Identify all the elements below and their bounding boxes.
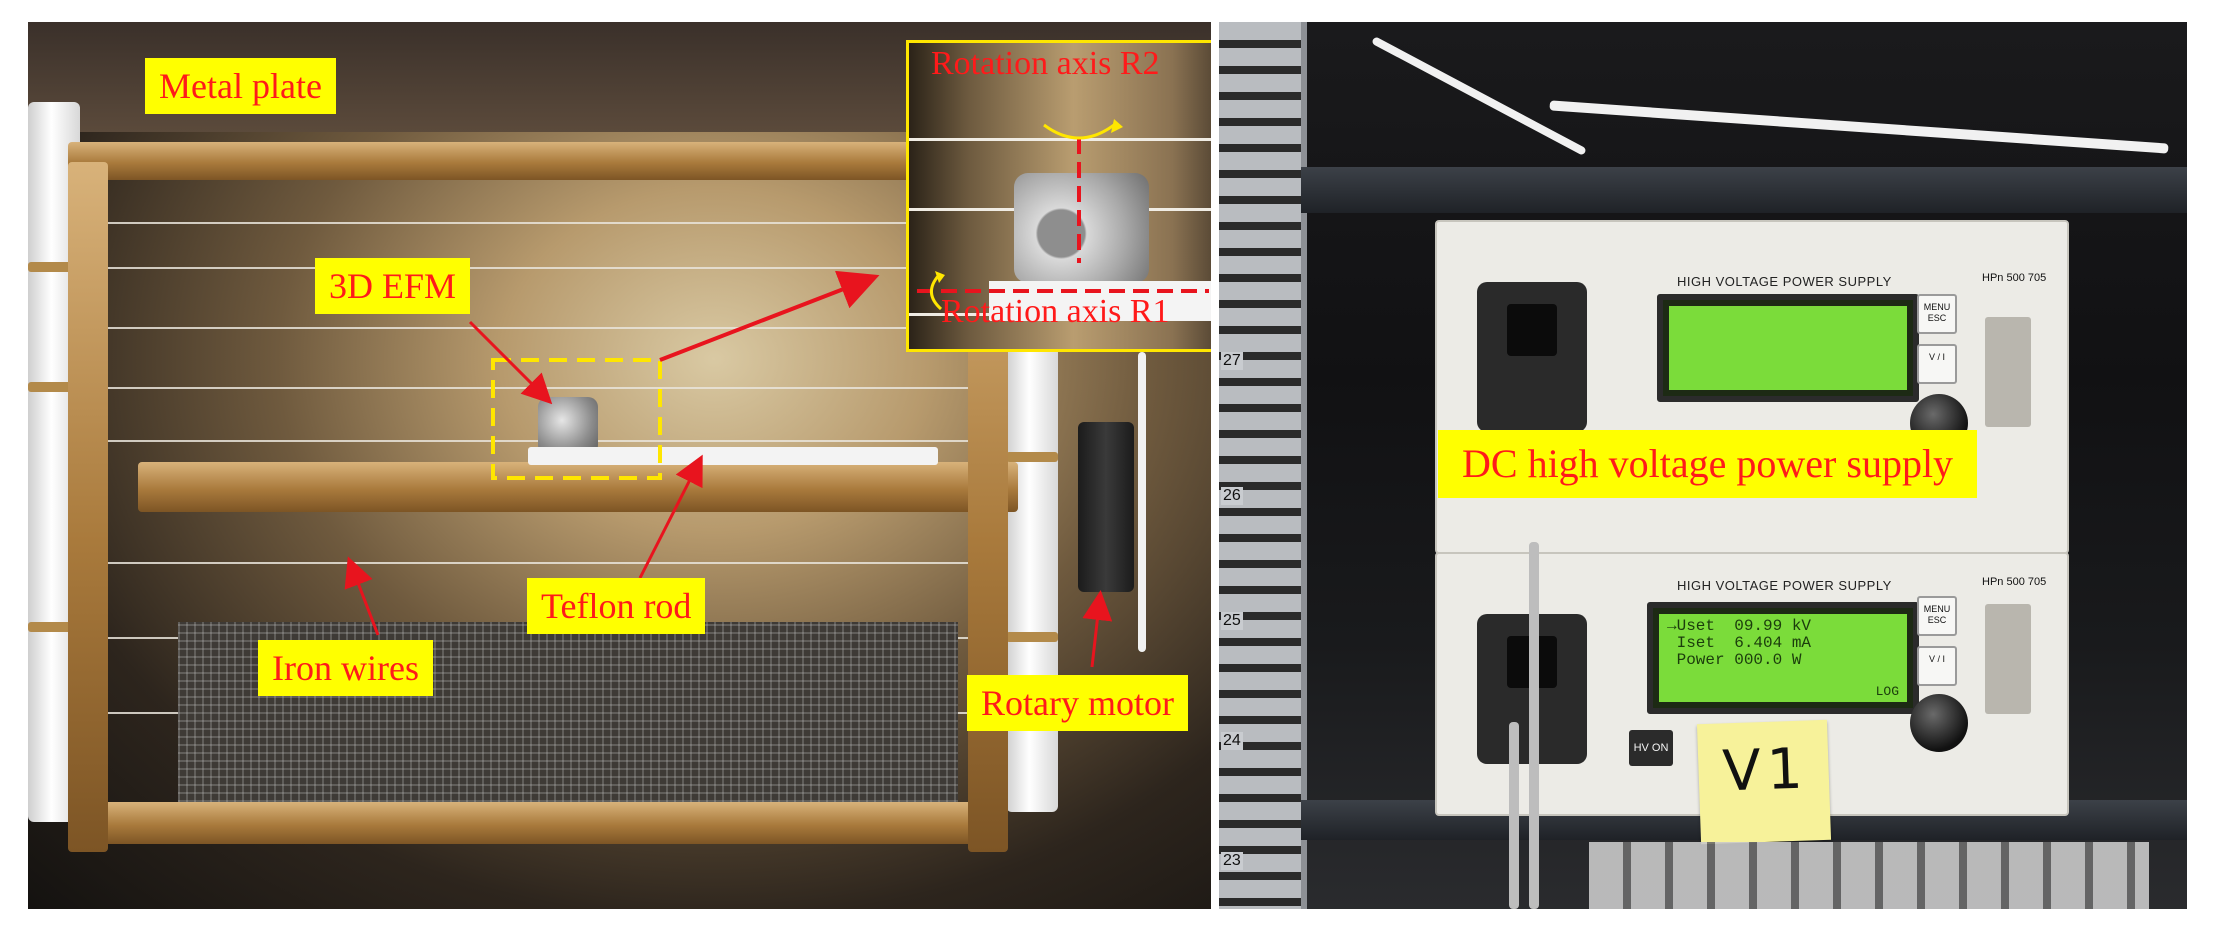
lcd-screen: →Uset 09.99 kV Iset 6.404 mA Power 000.0… (1659, 614, 1907, 702)
vent-grill (1589, 842, 2149, 909)
rotary-motor-label: Rotary motor (967, 675, 1188, 731)
sticky-note: V1 (1696, 719, 1832, 845)
iron-wire (108, 327, 968, 329)
rack-number: 27 (1221, 352, 1243, 370)
teflon-rod-label: Teflon rod (527, 578, 706, 634)
control-knob (1910, 694, 1968, 752)
test-chamber-photo: Rotation axis R2 Rotation axis R1 (28, 22, 1211, 909)
white-cable (1549, 100, 2169, 154)
rack-shelf-top (1301, 167, 2187, 213)
support-pillar-right (1006, 332, 1058, 812)
frame-middle-bar (138, 462, 1018, 512)
mains-switch (1477, 282, 1587, 432)
frame-bottom-bar (98, 802, 998, 844)
rotary-motor-body (1078, 422, 1134, 592)
white-cable (1371, 36, 1587, 156)
sticky-note-text: V1 (1721, 736, 1810, 805)
hv-power-supply-lower: HIGH VOLTAGE POWER SUPPLY HPn 500 705 →U… (1435, 552, 2069, 845)
efm-cube-closeup (1014, 173, 1149, 283)
efm-3d-label: 3D EFM (315, 258, 471, 314)
menu-esc-button: MENU ESC (1917, 294, 1957, 334)
lcd-readout: →Uset 09.99 kV Iset 6.404 mA Power 000.0… (1667, 617, 1812, 669)
pillar-ring (1006, 632, 1058, 642)
axis-r2-arrowhead (1111, 119, 1123, 133)
iron-wire (108, 387, 968, 389)
iron-wire (108, 267, 968, 269)
psu-model: HPn 500 705 (1982, 272, 2047, 284)
rack-number: 24 (1221, 732, 1243, 750)
psu-lcd-display: →Uset 09.99 kV Iset 6.404 mA Power 000.0… (1647, 602, 1919, 714)
inset-wire (909, 138, 1211, 141)
grey-power-cable (1529, 542, 1539, 909)
psu-lcd-display (1657, 294, 1919, 402)
power-supply-photo: 27 26 25 24 23 HIGH VOLTAGE POWER SUPPLY… (1219, 22, 2187, 909)
rocker (1507, 304, 1557, 356)
psu-title: HIGH VOLTAGE POWER SUPPLY (1677, 274, 1892, 289)
sensor-closeup-inset: Rotation axis R2 Rotation axis R1 (906, 40, 1211, 352)
lcd-screen (1669, 306, 1907, 390)
serial-port (1985, 604, 2031, 714)
iron-wire (108, 222, 968, 224)
rack-number: 26 (1221, 487, 1243, 505)
axis-r1-arrowhead (935, 271, 945, 283)
pillar-ring (28, 262, 80, 272)
rotation-axis-r2-label: Rotation axis R2 (931, 45, 1160, 82)
lcd-log-indicator: LOG (1875, 684, 1899, 699)
pillar-ring (1006, 452, 1058, 462)
axis-r1-rotation-arrow (930, 274, 943, 311)
v-i-button: V / I (1917, 344, 1957, 384)
grey-power-cable (1509, 722, 1519, 909)
motor-cable (1138, 352, 1146, 652)
teflon-rod-closeup (989, 281, 1211, 321)
psu-model: HPn 500 705 (1982, 576, 2047, 588)
rack-number: 23 (1221, 852, 1243, 870)
psu-title: HIGH VOLTAGE POWER SUPPLY (1677, 578, 1892, 593)
pillar-ring (28, 382, 80, 392)
hv-on-button: HV ON (1629, 730, 1673, 766)
dc-supply-label: DC high voltage power supply (1438, 430, 1978, 498)
teflon-rod-shape (528, 447, 938, 465)
rack-rail (1219, 22, 1307, 909)
rack-number: 25 (1221, 612, 1243, 630)
axis-r2-rotation-arrow (1043, 123, 1115, 140)
iron-wire (108, 562, 968, 564)
v-i-button: V / I (1917, 646, 1957, 686)
pillar-ring (28, 622, 80, 632)
menu-esc-button: MENU ESC (1917, 596, 1957, 636)
hv-power-supply-upper: HIGH VOLTAGE POWER SUPPLY HPn 500 705 ME… (1435, 220, 2069, 554)
frame-top-bar (68, 142, 1018, 180)
rotation-axis-r1-label: Rotation axis R1 (941, 293, 1170, 330)
metal-plate-label: Metal plate (145, 58, 336, 114)
iron-wires-label: Iron wires (258, 640, 433, 696)
serial-port (1985, 317, 2031, 427)
frame-post-left (68, 162, 108, 852)
